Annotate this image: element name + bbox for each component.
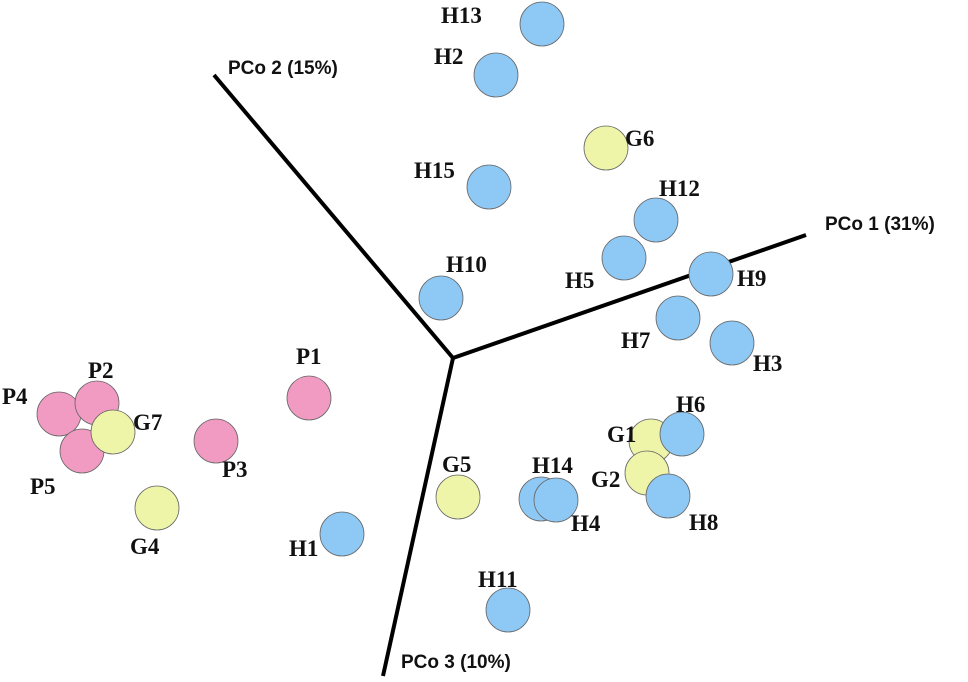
point-label-p5: P5	[30, 474, 56, 499]
point-h13	[519, 1, 565, 47]
point-label-p3: P3	[222, 457, 248, 482]
point-g4	[134, 485, 180, 531]
point-label-h9: H9	[737, 266, 766, 291]
pco1-axis-label: PCo 1 (31%)	[825, 214, 935, 235]
point-label-g5: G5	[442, 452, 471, 477]
point-h7	[655, 295, 701, 341]
axes: PCo 1 (31%) PCo 2 (15%) PCo 3 (10%)	[212, 58, 935, 677]
point-h11	[485, 587, 531, 633]
point-h10	[418, 275, 464, 321]
pco2-axis-line	[212, 73, 455, 360]
point-label-h3: H3	[753, 351, 782, 376]
point-label-g4: G4	[130, 534, 160, 559]
pco2-axis-label: PCo 2 (15%)	[228, 58, 338, 79]
point-g6	[583, 125, 629, 171]
point-h5	[601, 235, 647, 281]
point-h4	[533, 477, 579, 523]
point-h8	[645, 473, 691, 519]
point-label-p2: P2	[88, 358, 114, 383]
point-h3	[709, 320, 755, 366]
point-label-h14: H14	[532, 453, 573, 478]
point-label-p4: P4	[2, 384, 28, 409]
point-label-h8: H8	[689, 510, 718, 535]
point-label-g7: G7	[133, 410, 162, 435]
point-label-h11: H11	[478, 567, 518, 592]
point-label-g1: G1	[607, 422, 636, 447]
point-label-p1: P1	[296, 344, 322, 369]
point-label-h7: H7	[621, 328, 650, 353]
point-h9	[688, 251, 734, 297]
point-p3	[193, 418, 239, 464]
point-label-g2: G2	[591, 467, 620, 492]
point-label-h12: H12	[659, 176, 700, 201]
point-h12	[633, 197, 679, 243]
point-g7	[90, 409, 136, 455]
point-h6	[659, 411, 705, 457]
pco1-axis-line	[452, 233, 807, 360]
point-label-h2: H2	[434, 44, 463, 69]
point-label-g6: G6	[625, 126, 654, 151]
point-h1	[319, 511, 365, 557]
point-h15	[466, 164, 512, 210]
point-label-h15: H15	[414, 158, 455, 183]
data-points	[36, 1, 755, 633]
pco3-axis-label: PCo 3 (10%)	[401, 652, 511, 673]
pco3-axis-line	[381, 357, 455, 677]
point-h2	[473, 52, 519, 98]
point-p1	[286, 375, 332, 421]
point-label-h5: H5	[565, 268, 594, 293]
point-label-h10: H10	[446, 252, 487, 277]
point-p4	[36, 391, 82, 437]
point-label-h4: H4	[571, 511, 601, 536]
point-g5	[435, 474, 481, 520]
point-label-h6: H6	[676, 392, 705, 417]
point-label-h1: H1	[289, 536, 318, 561]
point-label-h13: H13	[441, 3, 482, 28]
